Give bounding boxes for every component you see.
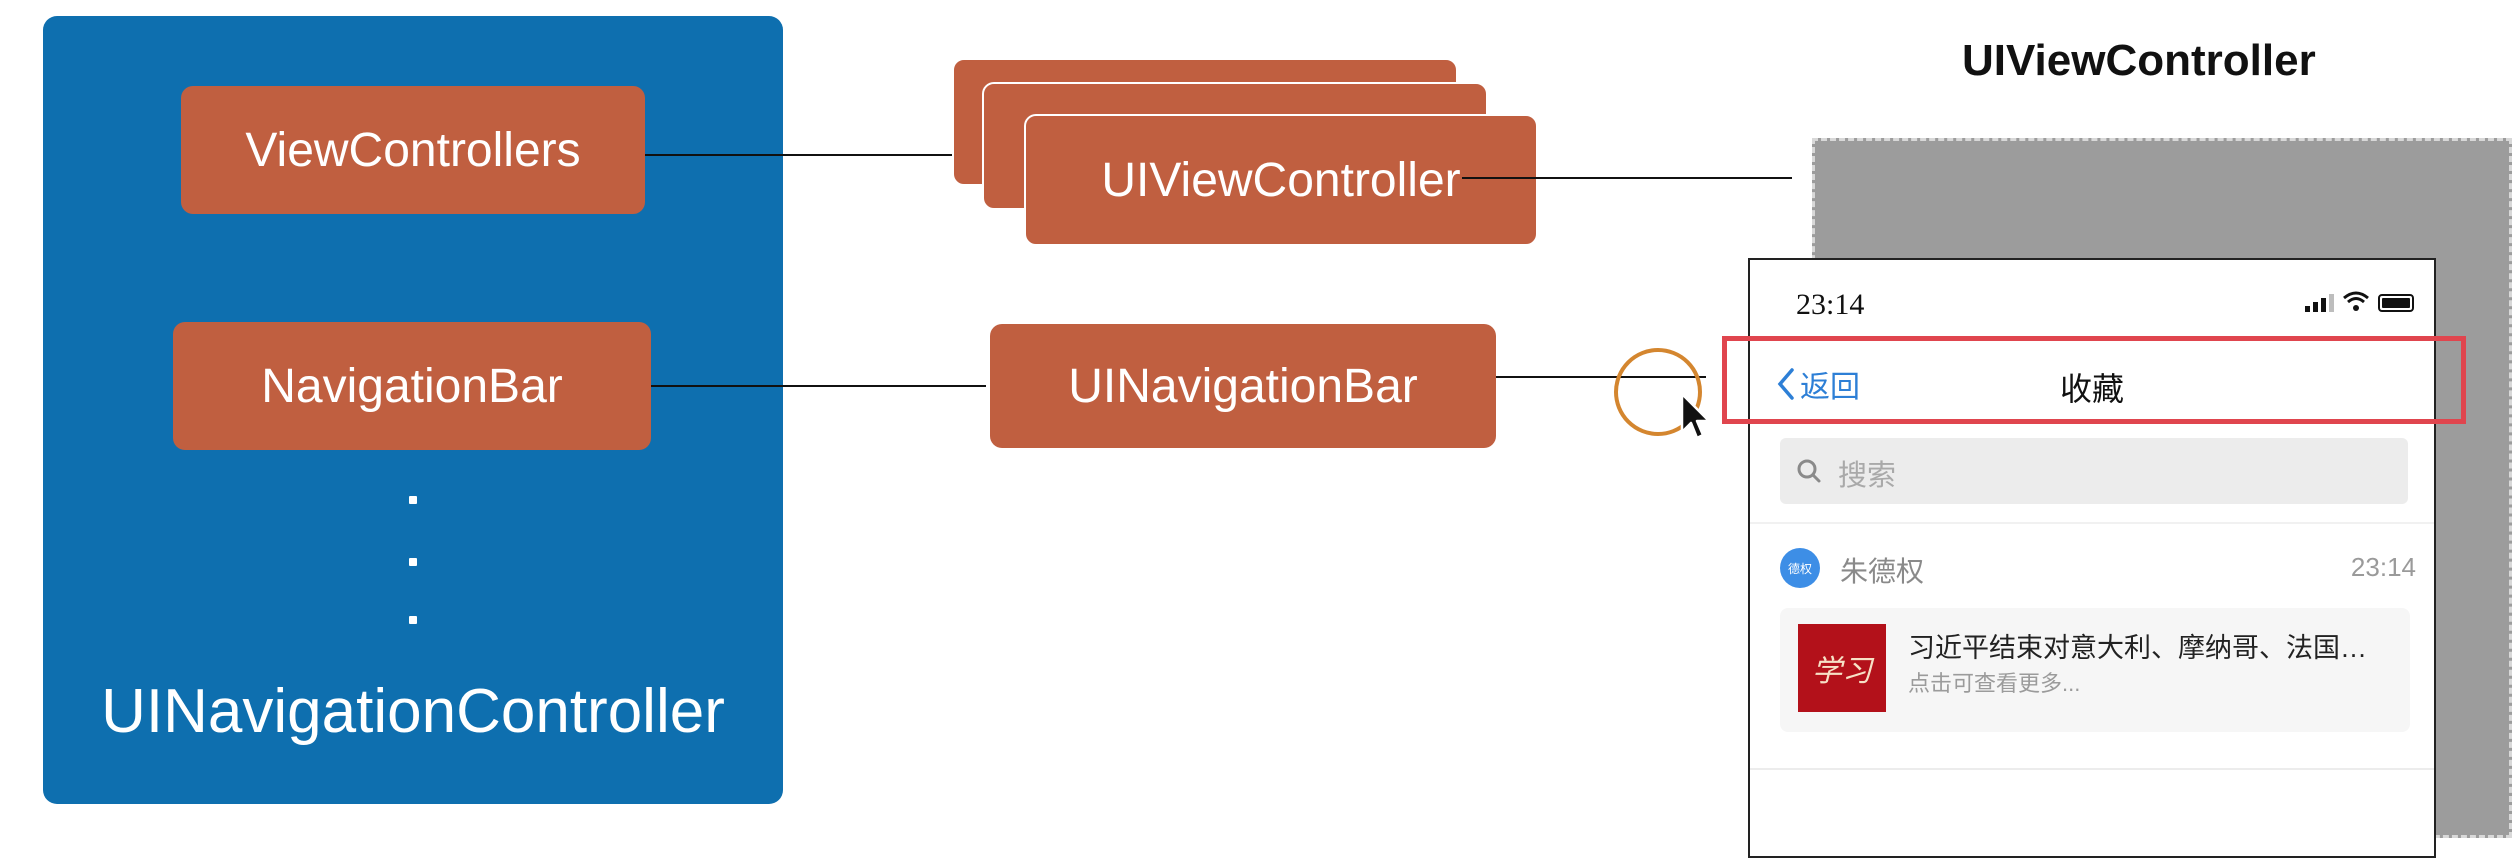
connector-view-controllers [645,154,955,156]
view-controllers-label: ViewControllers [245,123,581,177]
back-button-label: 返回 [1800,371,1860,404]
view-controller-heading: UIViewController [1962,36,2316,85]
view-controller-label: UIViewController [1101,153,1461,207]
card-thumbnail: 学习 [1798,624,1886,712]
navigation-bar-box: NavigationBar [173,322,651,450]
cursor-highlight-ring [1614,348,1702,436]
connector-navigation-bar-phone [1496,376,1706,378]
status-time: 23:14 [1796,288,1865,321]
message-time: 23:14 [2350,552,2416,582]
connector-front-card-internal [1462,177,1538,179]
nav-title: 收藏 [2059,371,2124,407]
avatar: 德权 [1780,548,1820,588]
card-title: 习近平结束对意大利、摩纳哥、法国… [1908,633,2367,663]
navigation-bar: 返回 收藏 [1750,350,2434,416]
battery-icon [2378,294,2414,312]
navigation-bar-highlight [1722,336,2466,424]
view-controllers-box: ViewControllers [181,86,645,214]
ui-navigation-bar-box: UINavigationBar [990,324,1496,448]
chevron-left-icon [1777,368,1794,400]
sender-name: 朱德权 [1840,556,1925,587]
connector-view-controller-phone [1462,177,1792,179]
phone-divider [1750,768,2434,770]
search-icon [1797,459,1821,483]
signal-icon [2305,294,2334,312]
search-placeholder: 搜索 [1838,460,1897,492]
message-card[interactable]: 学习 习近平结束对意大利、摩纳哥、法国… 点击可查看更多... [1780,608,2410,732]
view-controller-stack-front: UIViewController [1024,114,1538,246]
card-subtitle: 点击可查看更多... [1908,671,2081,696]
navigation-controller-container: ViewControllers NavigationBar UINavigati… [43,16,783,804]
ui-navigation-bar-label: UINavigationBar [1068,359,1418,413]
navigation-bar-label: NavigationBar [261,359,563,413]
container-title: UINavigationController [101,677,725,746]
status-icons [2305,290,2414,312]
cursor-icon [1680,392,1711,440]
phone-screen: 23:14 返回 收藏 搜索 德权 朱德权 23:14 学习 习近平 [1748,258,2436,858]
connector-navigation-bar [651,385,986,387]
back-button[interactable]: 返回 [1776,362,1860,406]
wifi-icon [2343,291,2369,311]
list-divider [1750,522,2434,524]
search-input[interactable]: 搜索 [1780,438,2408,504]
